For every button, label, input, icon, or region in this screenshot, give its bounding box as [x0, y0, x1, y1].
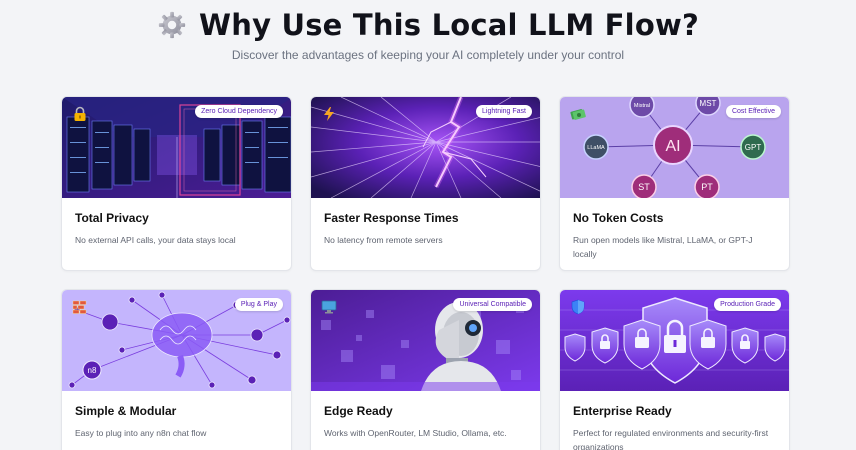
card-image-model-network: AI Mistral MST LLaMA GPT ST [560, 97, 789, 198]
feature-card-enterprise-ready: Production Grade Enterprise Ready Perfec… [559, 289, 790, 450]
page-header: Why Use This Local LLM Flow? Discover th… [0, 0, 856, 90]
card-badge: Cost Effective [725, 105, 781, 118]
svg-text:PT: PT [701, 182, 713, 192]
page-subtitle: Discover the advantages of keeping your … [231, 48, 625, 62]
model-node-mst: MST [695, 97, 721, 116]
svg-text:ST: ST [638, 182, 650, 192]
card-badge: Zero Cloud Dependency [195, 105, 283, 118]
card-badge: Universal Compatible [453, 298, 532, 311]
feature-card-faster-response: Lightning Fast Faster Response Times No … [310, 96, 541, 271]
card-title: Enterprise Ready [573, 404, 672, 418]
bricks-icon [72, 300, 87, 314]
card-image-brain-network: n8 Plug & Play [62, 290, 291, 391]
lock-icon [74, 106, 86, 121]
card-title: Faster Response Times [324, 211, 459, 225]
svg-text:n8: n8 [88, 366, 97, 375]
card-description: Easy to plug into any n8n chat flow [75, 428, 207, 438]
card-image-lightning: Lightning Fast [311, 97, 540, 198]
feature-card-total-privacy: Zero Cloud Dependency Total Privacy No e… [61, 96, 292, 271]
card-title: Total Privacy [75, 211, 149, 225]
card-description: Works with OpenRouter, LM Studio, Ollama… [324, 428, 507, 438]
svg-text:GPT: GPT [745, 143, 762, 152]
card-description: Perfect for regulated environments and s… [573, 428, 769, 450]
svg-text:AI: AI [665, 138, 680, 155]
feature-card-no-token-costs: AI Mistral MST LLaMA GPT ST [559, 96, 790, 271]
money-icon [570, 109, 586, 120]
server-room-illustration [62, 97, 291, 198]
robot-illustration [311, 290, 540, 391]
model-node-gpt: GPT [740, 134, 766, 160]
lightning-illustration [311, 97, 540, 198]
card-image-server-room: Zero Cloud Dependency [62, 97, 291, 198]
card-description: No latency from remote servers [324, 235, 443, 245]
gear-icon [158, 11, 186, 39]
svg-text:Mistral: Mistral [634, 103, 650, 109]
n8n-node: n8 [82, 360, 102, 380]
title-row: Why Use This Local LLM Flow? [0, 8, 856, 42]
svg-text:MST: MST [700, 99, 717, 108]
card-description: No external API calls, your data stays l… [75, 235, 236, 245]
feature-card-edge-ready: Universal Compatible Edge Ready Works wi… [310, 289, 541, 450]
card-badge: Plug & Play [234, 298, 283, 311]
page-title: Why Use This Local LLM Flow? [199, 8, 699, 42]
card-description: Run open models like Mistral, LLaMA, or … [573, 235, 753, 259]
model-node-mistral: Mistral [629, 97, 655, 118]
card-badge: Production Grade [714, 298, 781, 311]
shield-icon [571, 299, 585, 315]
card-title: Simple & Modular [75, 404, 177, 418]
monitor-icon [321, 300, 337, 314]
lightning-icon [324, 107, 334, 121]
model-node-center: AI [653, 125, 693, 165]
card-image-robot: Universal Compatible [311, 290, 540, 391]
svg-text:LLaMA: LLaMA [587, 145, 605, 151]
feature-card-simple-modular: n8 Plug & Play Simple & Modular Easy to … [61, 289, 292, 450]
card-badge: Lightning Fast [476, 105, 532, 118]
model-node-st: ST [631, 174, 657, 198]
card-title: No Token Costs [573, 211, 664, 225]
card-title: Edge Ready [324, 404, 393, 418]
model-node-pt: PT [694, 174, 720, 198]
card-image-shields: Production Grade [560, 290, 789, 391]
model-node-llama: LLaMA [583, 134, 609, 160]
